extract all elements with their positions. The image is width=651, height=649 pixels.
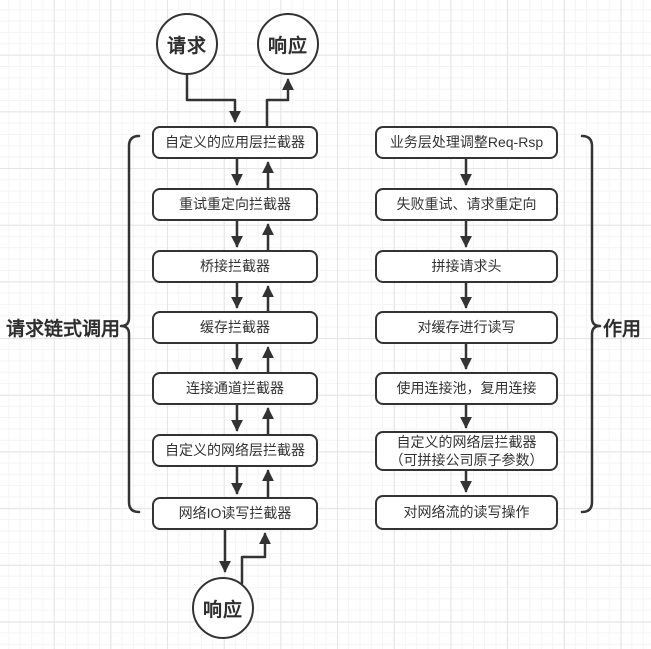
left-brace-label: 请求链式调用 — [6, 319, 121, 340]
right-chain-box-pool: 使用连接池，复用连接 — [375, 372, 558, 405]
left-chain-box-retry-redirect: 重试重定向拦截器 — [152, 188, 318, 221]
box-label: 拼接请求头 — [431, 258, 502, 275]
box-label: 使用连接池，复用连接 — [396, 380, 537, 397]
box-label: 对缓存进行读写 — [417, 319, 516, 336]
box-label: 对网络流的读写操作 — [403, 504, 530, 521]
left-chain-box-connect: 连接通道拦截器 — [152, 372, 318, 405]
box-label: 自定义的网络层拦截器 — [396, 433, 537, 450]
box-label: 失败重试、请求重定向 — [396, 196, 537, 213]
box-label: 连接通道拦截器 — [186, 380, 284, 397]
node-response-bottom: 响应 — [192, 577, 254, 639]
box-label-line2: （可拼接公司原子参数） — [389, 452, 544, 468]
right-chain-box-stream-rw: 对网络流的读写操作 — [375, 495, 558, 530]
arrow-request-to-chain — [185, 73, 241, 123]
left-chain-box-network-interceptor: 自定义的网络层拦截器 — [152, 434, 318, 467]
right-chain-box-retry: 失败重试、请求重定向 — [375, 188, 558, 221]
left-chain-box-app-interceptor: 自定义的应用层拦截器 — [152, 126, 318, 159]
node-response-top: 响应 — [257, 13, 319, 75]
box-label: 网络IO读写拦截器 — [178, 505, 292, 522]
right-chain-box-custom-network: 自定义的网络层拦截器 （可拼接公司原子参数） — [375, 431, 558, 471]
box-label: 自定义的应用层拦截器 — [165, 134, 305, 151]
left-chain-box-bridge: 桥接拦截器 — [152, 250, 318, 283]
box-label: 桥接拦截器 — [200, 258, 270, 275]
arrow-chain-to-response-top — [265, 78, 294, 128]
arrow-response-bottom-to-chain — [240, 532, 271, 585]
left-chain-box-cache: 缓存拦截器 — [152, 311, 318, 344]
right-brace — [580, 134, 602, 514]
box-label: 自定义的网络层拦截器 — [165, 442, 305, 459]
box-label: 业务层处理调整Req-Rsp — [389, 134, 544, 151]
right-brace-label: 作用 — [603, 319, 642, 340]
node-request: 请求 — [156, 13, 218, 75]
right-chain-box-cache-rw: 对缓存进行读写 — [375, 311, 558, 344]
box-label: 缓存拦截器 — [200, 319, 270, 336]
right-chain-box-business: 业务层处理调整Req-Rsp — [375, 126, 558, 159]
left-brace — [119, 134, 141, 514]
right-chain-box-headers: 拼接请求头 — [375, 250, 558, 283]
left-chain-box-network-io: 网络IO读写拦截器 — [152, 497, 318, 530]
box-label: 重试重定向拦截器 — [179, 196, 291, 213]
